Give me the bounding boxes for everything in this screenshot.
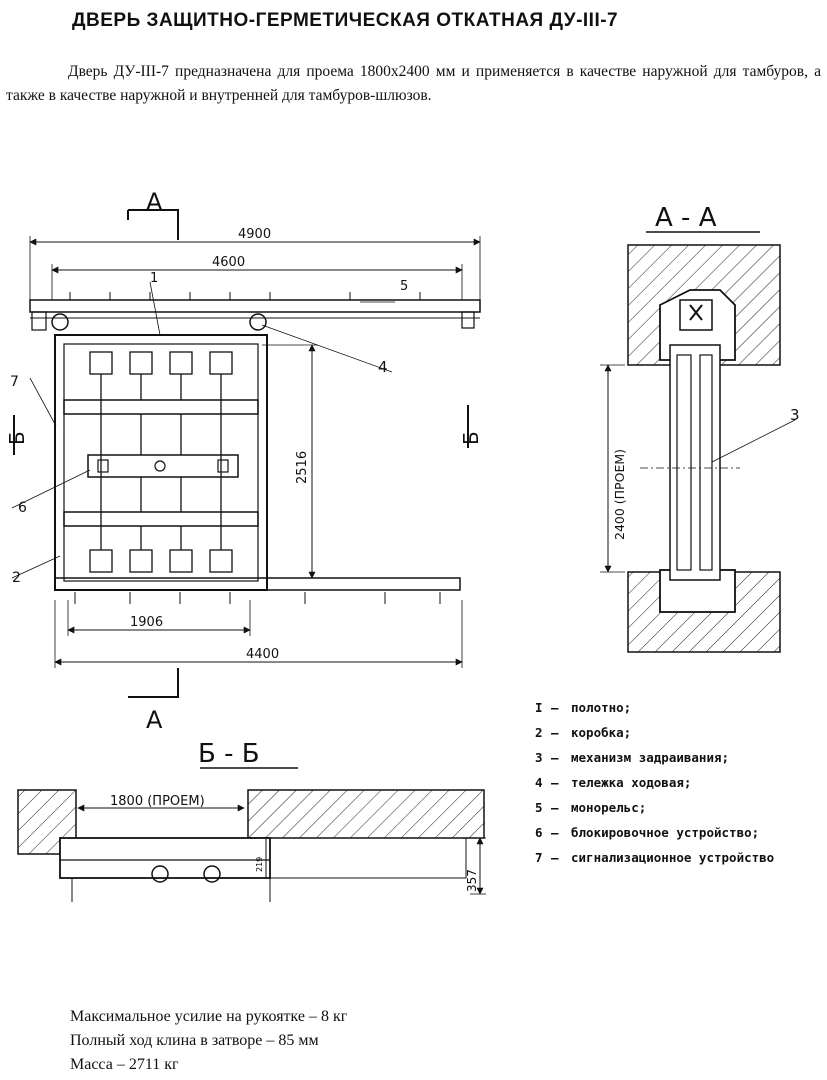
section-a-top-label: А bbox=[146, 188, 163, 216]
legend-item: 2–коробка; bbox=[535, 725, 825, 740]
callout-5: 5 bbox=[400, 279, 408, 294]
spec-wedge-travel: Полный ход клина в затворе – 85 мм bbox=[70, 1032, 319, 1049]
section-bb-view bbox=[17, 767, 486, 902]
legend-text: полотно; bbox=[571, 700, 632, 715]
dim-leaf: 1906 bbox=[130, 615, 163, 630]
callout-1: 1 bbox=[150, 271, 158, 286]
section-a-bottom-label: А bbox=[146, 706, 163, 734]
spec-max-force: Максимальное усилие на рукоятке – 8 кг bbox=[70, 1008, 348, 1025]
section-bb-title: Б - Б bbox=[198, 739, 260, 769]
intro-paragraph: Дверь ДУ-III-7 предназначена для проема … bbox=[6, 63, 821, 104]
dim-base: 4400 bbox=[246, 647, 279, 662]
legend-num: 5 bbox=[535, 800, 543, 815]
dim-opening-height: 2400 (ПРОЕМ) bbox=[612, 449, 627, 540]
callout-4: 4 bbox=[378, 358, 388, 376]
legend-text: блокировочное устройство; bbox=[571, 825, 760, 840]
dim-opening-width: 1800 (ПРОЕМ) bbox=[110, 794, 205, 809]
legend-text: тележка ходовая; bbox=[571, 775, 692, 790]
dim-depth: 357 bbox=[465, 869, 479, 892]
legend: I–полотно; 2–коробка; 3–механизм задраив… bbox=[535, 700, 825, 875]
callout-6: 6 bbox=[18, 500, 27, 516]
section-b-right-label: Б bbox=[459, 431, 483, 445]
legend-item: 3–механизм задраивания; bbox=[535, 750, 825, 765]
dim-overall: 4900 bbox=[238, 227, 271, 242]
legend-num: 6 bbox=[535, 825, 543, 840]
dim-height: 2516 bbox=[295, 451, 310, 484]
legend-item: 5–монорельс; bbox=[535, 800, 825, 815]
legend-text: механизм задраивания; bbox=[571, 750, 730, 765]
legend-text: монорельс; bbox=[571, 800, 647, 815]
legend-item: 4–тележка ходовая; bbox=[535, 775, 825, 790]
front-view bbox=[11, 209, 481, 698]
section-b-left-label: Б bbox=[5, 431, 29, 445]
callout-3: 3 bbox=[790, 406, 800, 424]
section-aa-view bbox=[600, 231, 796, 653]
dim-rail: 4600 bbox=[212, 255, 245, 270]
legend-num: 7 bbox=[535, 850, 543, 865]
technical-drawing: А А 4900 4600 1 5 4 7 6 2 2516 1906 4400… bbox=[5, 188, 800, 902]
legend-num: 2 bbox=[535, 725, 543, 740]
spec-mass: Масса – 2711 кг bbox=[70, 1056, 179, 1073]
callout-7: 7 bbox=[10, 374, 19, 390]
dim-small: 219 bbox=[255, 857, 264, 872]
document-title: ДВЕРЬ ЗАЩИТНО-ГЕРМЕТИЧЕСКАЯ ОТКАТНАЯ ДУ-… bbox=[72, 10, 619, 31]
section-aa-title: А - А bbox=[655, 203, 717, 233]
legend-item: I–полотно; bbox=[535, 700, 825, 715]
legend-text: сигнализационное устройство bbox=[571, 850, 775, 865]
legend-item: 6–блокировочное устройство; bbox=[535, 825, 825, 840]
legend-num: I bbox=[535, 700, 543, 715]
callout-2: 2 bbox=[12, 570, 21, 586]
legend-text: коробка; bbox=[571, 725, 632, 740]
legend-num: 4 bbox=[535, 775, 543, 790]
legend-num: 3 bbox=[535, 750, 543, 765]
specifications: Максимальное усилие на рукоятке – 8 кг П… bbox=[70, 1005, 347, 1077]
legend-item: 7–сигнализационное устройство bbox=[535, 850, 825, 865]
